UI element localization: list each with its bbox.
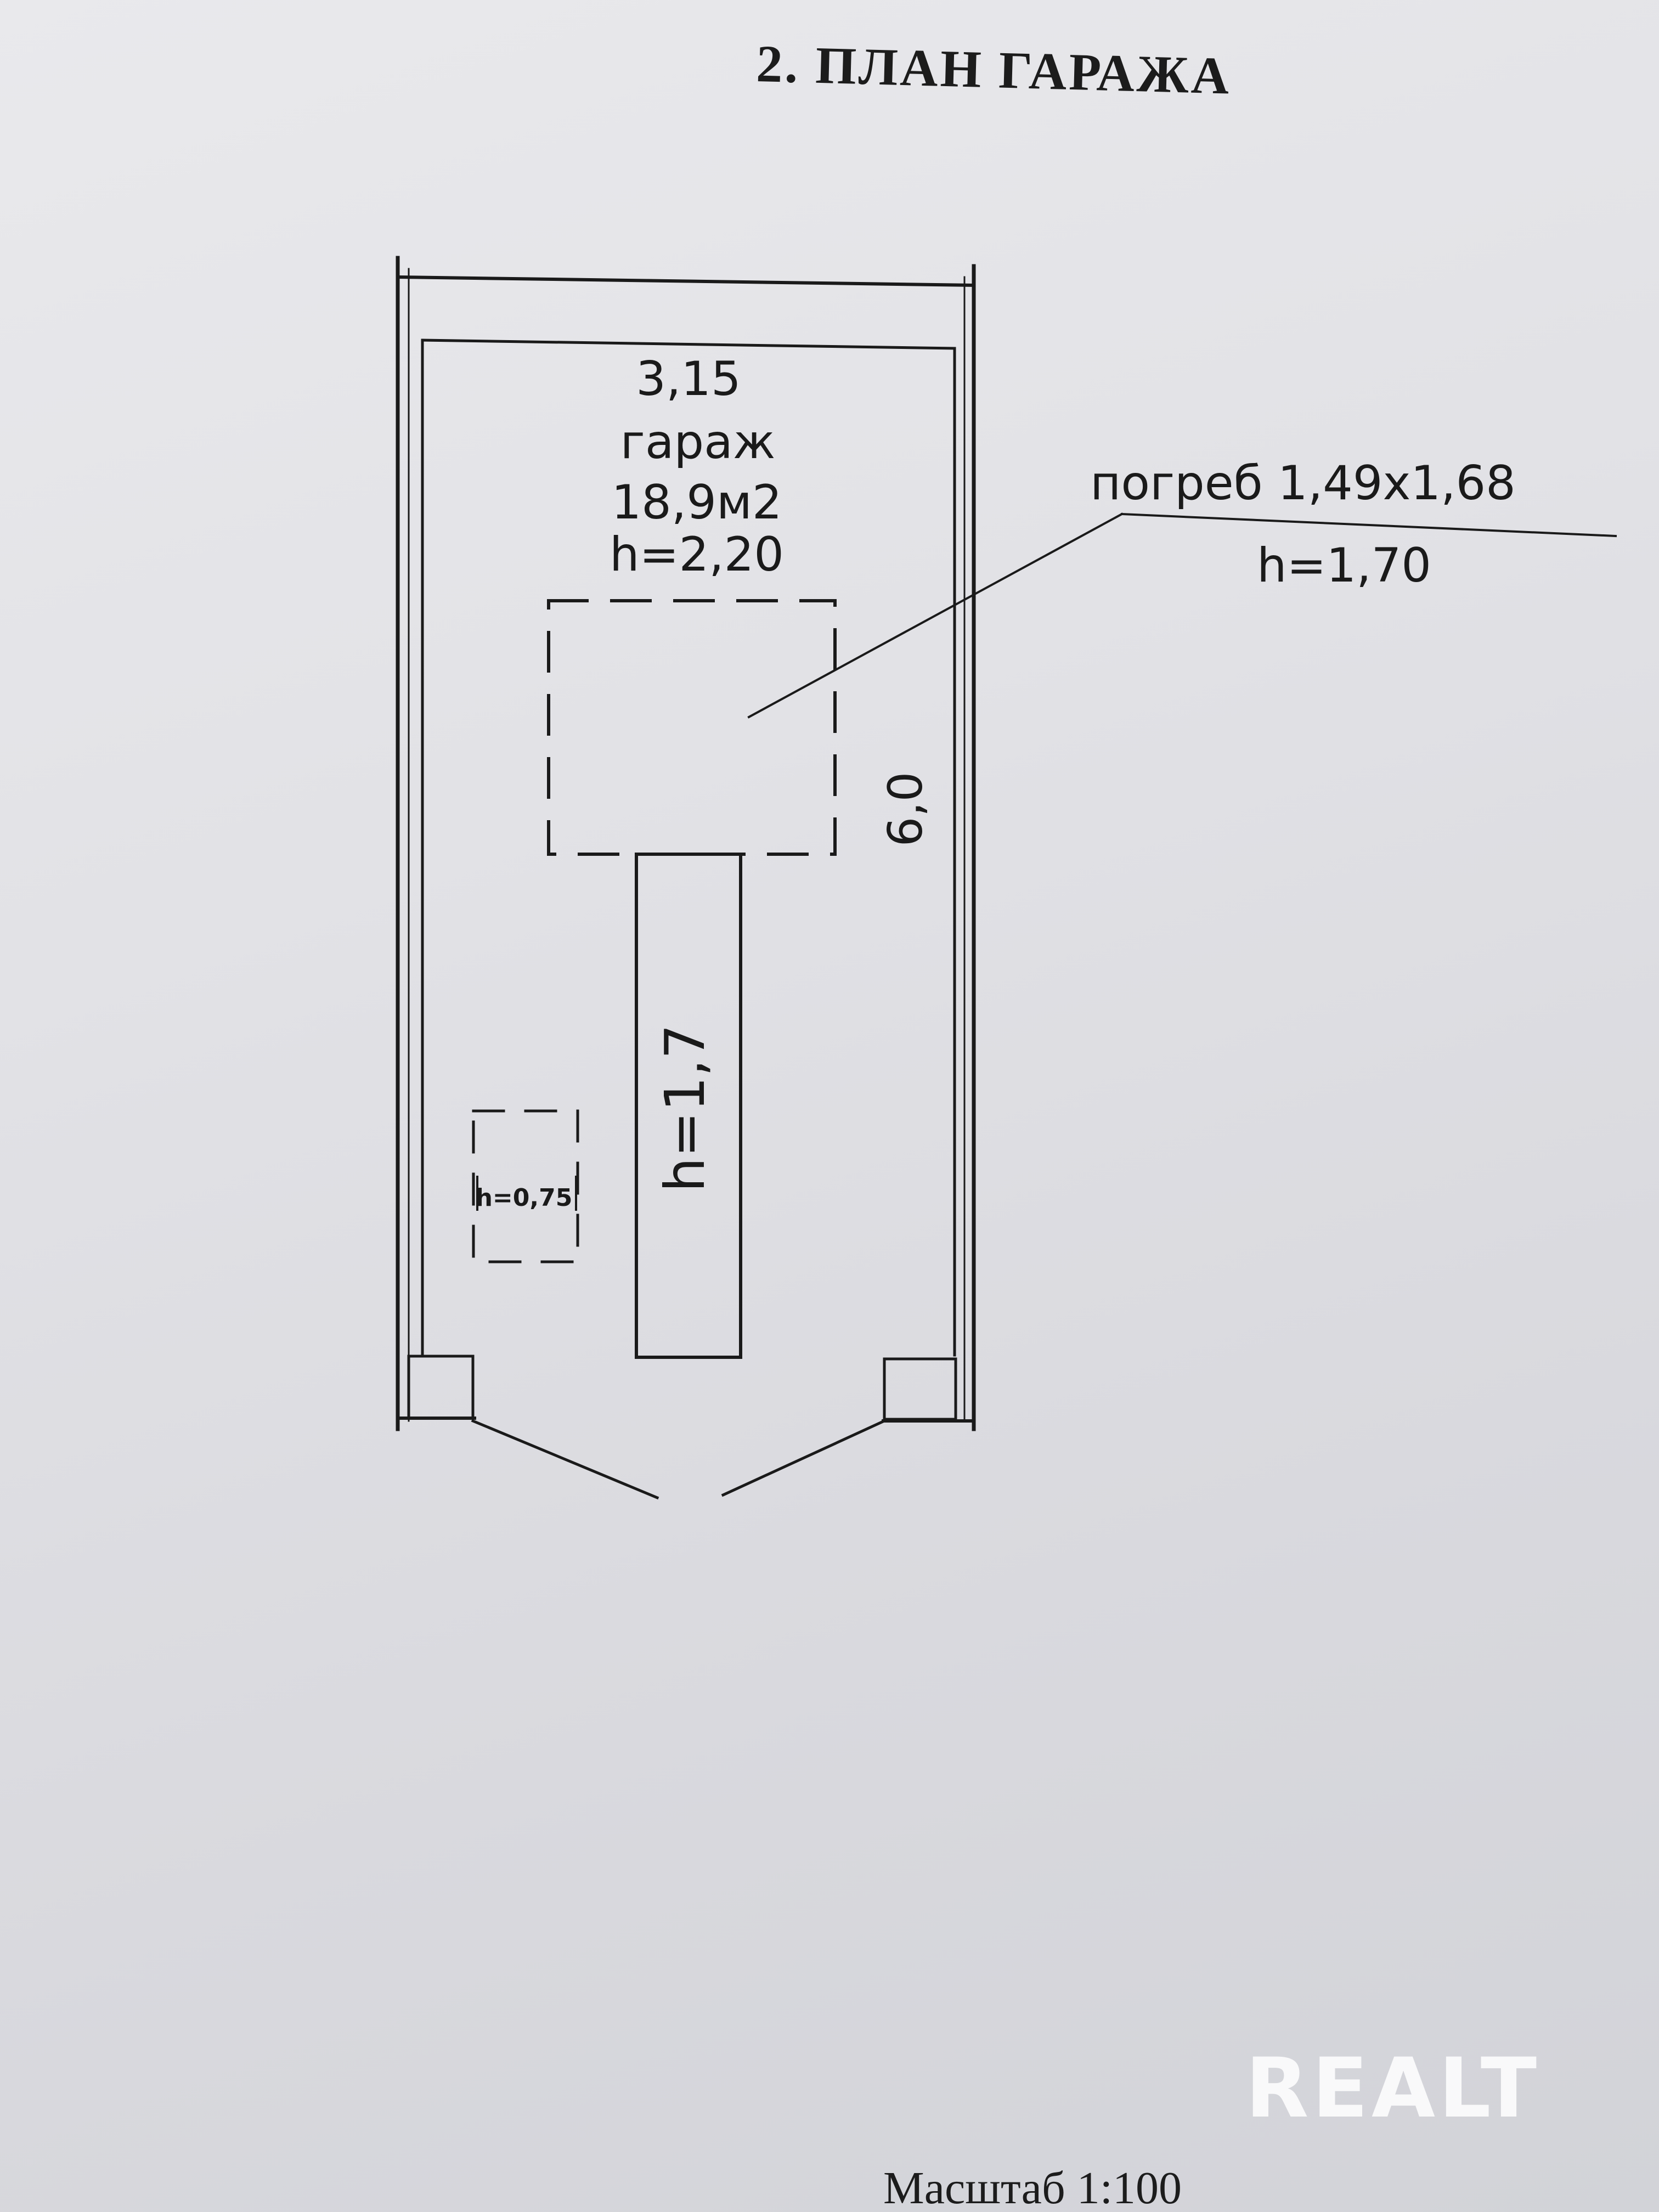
width-dimension-label: 3,15 [636, 352, 741, 407]
length-dimension-label: 6,0 [878, 772, 933, 847]
room-height-label: h=2,20 [610, 527, 784, 582]
room-area-label: 18,9м2 [611, 475, 782, 530]
cellar-outline [547, 599, 837, 856]
door-leaf-left [471, 1419, 659, 1500]
door-post-right [883, 1357, 957, 1421]
pit-height-label: h=1,7 [653, 1024, 717, 1192]
cellar-height-label: h=1,70 [1257, 538, 1431, 593]
cellar-leader-diagonal [747, 512, 1124, 719]
outer-wall-top [396, 275, 976, 287]
small-pit-outline [472, 1109, 579, 1263]
cellar-leader-horizontal [1120, 512, 1617, 538]
room-name-label: гараж [620, 415, 776, 470]
scale-label: Масштаб 1:100 [883, 2163, 1182, 2212]
inner-wall-top [421, 338, 956, 350]
door-leaf-right [721, 1419, 887, 1497]
cellar-dimension-label: погреб 1,49х1,68 [1090, 456, 1516, 511]
inspection-pit [635, 853, 742, 1359]
small-pit-height-label: h=0,75 [476, 1184, 573, 1212]
door-post-left [407, 1355, 475, 1420]
realt-watermark: REALT [1245, 2041, 1541, 2136]
